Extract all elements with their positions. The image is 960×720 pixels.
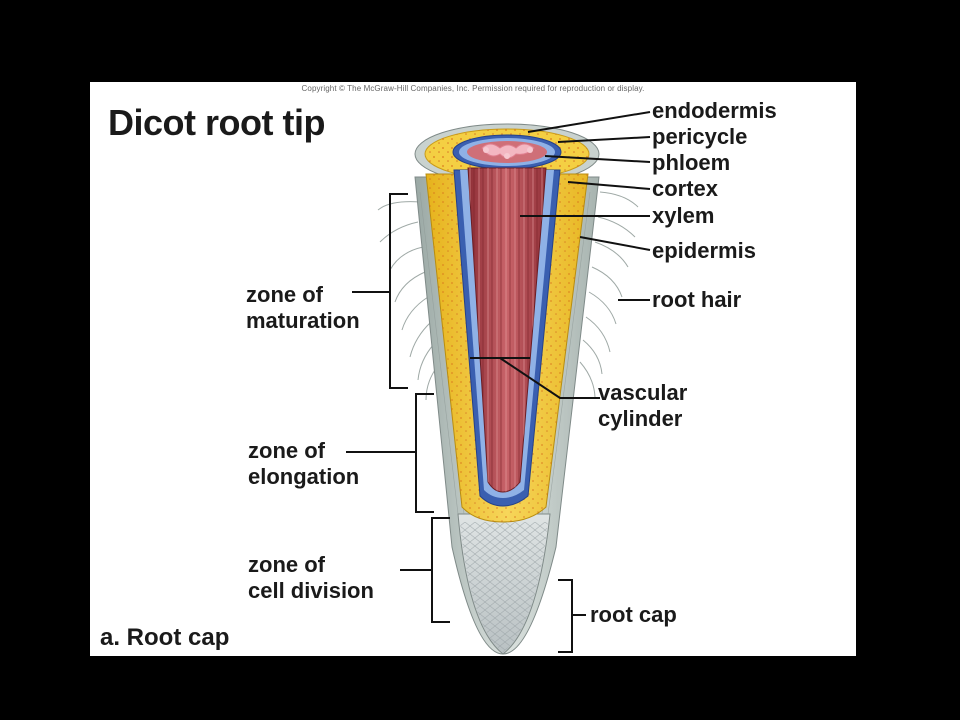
- label-root-hair: root hair: [652, 287, 742, 312]
- label-zone-maturation-line1: zone of: [246, 282, 323, 307]
- root-tip-diagram: [346, 111, 651, 655]
- label-endodermis: endodermis: [652, 98, 777, 123]
- label-phloem: phloem: [652, 150, 731, 175]
- label-zone-division-line2: cell division: [248, 578, 374, 603]
- figure-title: Dicot root tip: [108, 102, 325, 143]
- zone-brackets: [346, 193, 586, 653]
- label-vascular-cylinder-line1: vascular: [598, 380, 688, 405]
- copyright-notice: Copyright © The McGraw-Hill Companies, I…: [301, 84, 645, 93]
- label-xylem: xylem: [652, 203, 715, 228]
- label-zone-elongation-line1: zone of: [248, 438, 325, 463]
- figure-panel: Copyright © The McGraw-Hill Companies, I…: [90, 82, 856, 656]
- root-hairs-right: [579, 191, 639, 398]
- label-pericycle: pericycle: [652, 124, 748, 149]
- label-zone-maturation-line2: maturation: [246, 308, 360, 333]
- leader-lines: [499, 111, 651, 399]
- panel-label: a. Root cap: [100, 624, 230, 651]
- label-cortex: cortex: [652, 176, 719, 201]
- phloem-pattern: [467, 141, 547, 163]
- label-vascular-cylinder-line2: cylinder: [598, 406, 683, 431]
- label-zone-division-line1: zone of: [248, 552, 325, 577]
- label-epidermis: epidermis: [652, 238, 756, 263]
- label-root-cap: root cap: [590, 602, 677, 627]
- label-zone-elongation-line2: elongation: [248, 464, 360, 489]
